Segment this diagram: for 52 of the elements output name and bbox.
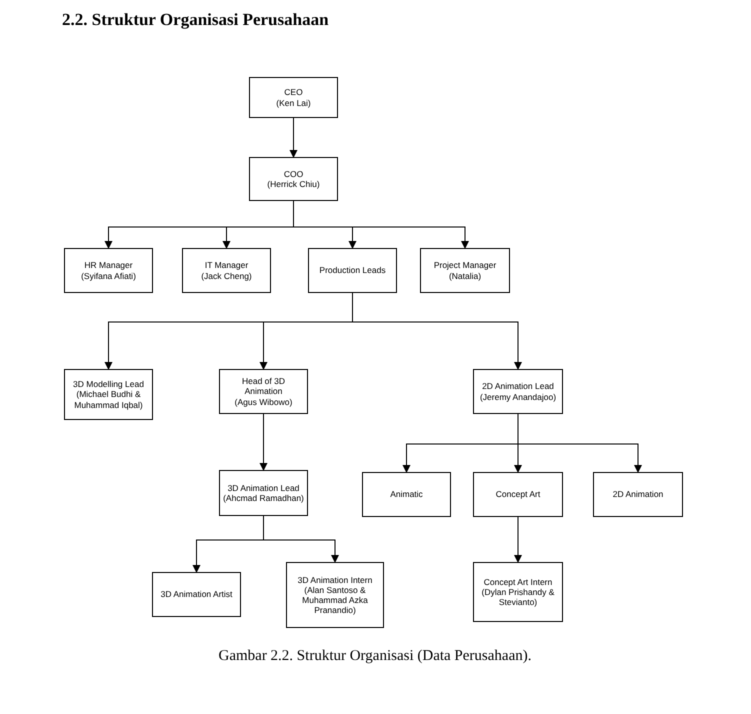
person-name: (Natalia): [448, 270, 482, 281]
role-title: Project Manager: [434, 260, 496, 270]
role-title: CEO: [284, 87, 303, 98]
connector-arrow: [352, 292, 522, 370]
role-title: 3D Animation Intern: [298, 574, 372, 585]
person-name: (Alan Santoso & Muhammad Azka Pranandio): [301, 584, 369, 616]
role-title: IT Manager: [204, 260, 248, 270]
person-name: (Michael Budhi & Muhammad Iqbal): [73, 389, 144, 410]
role-title: HR Manager: [84, 260, 133, 270]
role-title: 3D Animation Lead: [228, 482, 300, 493]
org-box: [182, 248, 271, 293]
org-box: [286, 562, 384, 628]
connector-arrow: [263, 516, 339, 563]
org-box: [473, 369, 563, 414]
org-box: [593, 472, 683, 517]
connector-arrow: [293, 200, 469, 249]
person-name: (Herrick Chiu): [267, 179, 320, 190]
figure-caption: Gambar 2.2. Struktur Organisasi (Data Perusahaan).: [218, 647, 532, 666]
person-name: (Jack Cheng): [201, 270, 252, 281]
role-title: Head of 3D Animation: [241, 376, 286, 397]
role-title: Concept Art Intern: [484, 576, 552, 587]
org-box: [249, 157, 338, 201]
role-title: Animatic: [390, 489, 423, 500]
connector-arrow: [260, 414, 268, 471]
role-title: 3D Animation Artist: [160, 589, 232, 600]
org-box: [308, 248, 397, 293]
org-box: [152, 572, 241, 617]
role-title: COO: [284, 168, 304, 179]
org-box: [64, 248, 153, 293]
connector-arrow: [518, 414, 642, 473]
role-title: 3D Modelling Lead: [73, 379, 144, 390]
org-box: [473, 562, 563, 622]
role-title: Concept Art: [496, 489, 540, 500]
person-name: (Dylan Prishandy & Stevianto): [480, 586, 556, 608]
role-title: 2D Animation: [612, 489, 664, 500]
role-title: Production Leads: [319, 265, 386, 276]
person-name: (Jeremy Anandajoo): [480, 392, 556, 402]
connector-arrow: [290, 118, 298, 158]
person-name: (Syifana Afiati): [81, 270, 136, 281]
org-box: [219, 369, 308, 414]
org-box: [64, 369, 153, 420]
org-box: [249, 77, 338, 118]
person-name: (Agus Wibowo): [234, 396, 292, 407]
org-box: [473, 472, 563, 517]
org-box: [219, 470, 308, 516]
person-name: (Ken Lai): [276, 98, 311, 108]
org-box: [362, 472, 451, 517]
person-name: (Ahcmad Ramadhan): [223, 493, 304, 504]
connector-arrow: [514, 516, 522, 563]
role-title: 2D Animation Lead: [482, 381, 554, 392]
section-heading: 2.2. Struktur Organisasi Perusahaan: [62, 10, 329, 30]
org-box: [420, 248, 510, 293]
